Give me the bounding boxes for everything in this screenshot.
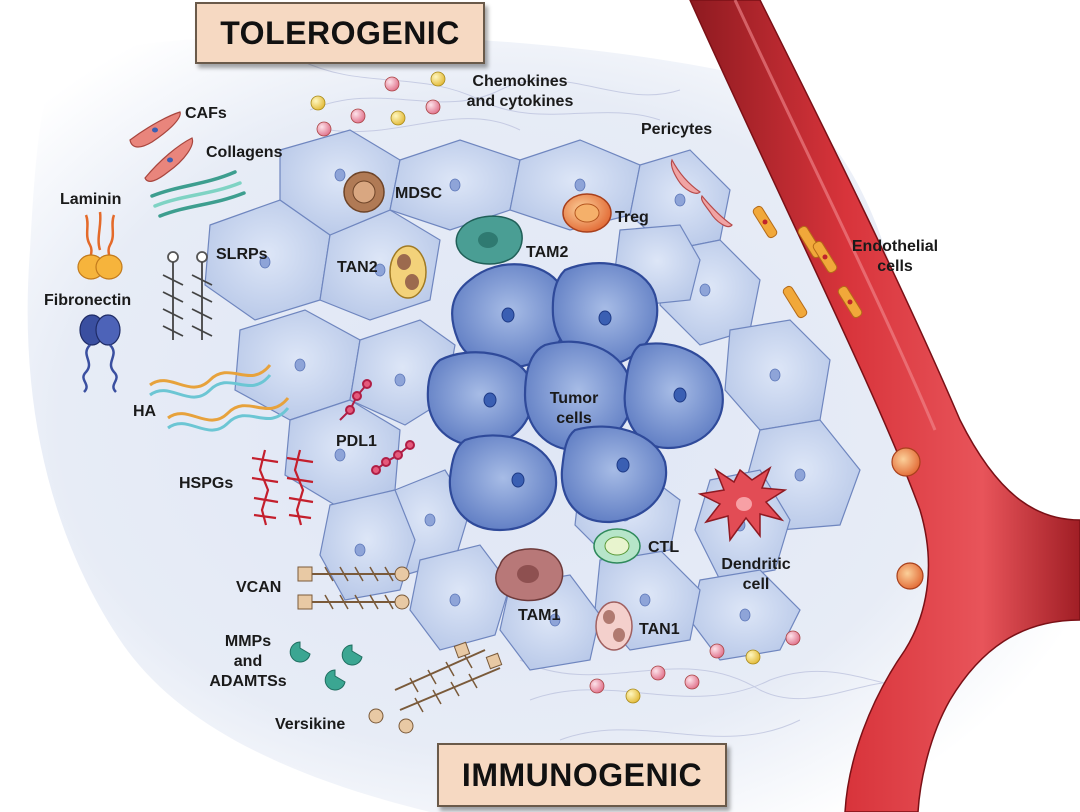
dendritic-cell	[697, 466, 788, 543]
chemokines-top	[310, 71, 446, 137]
pdl1-label: PDL1	[336, 433, 377, 450]
mdsc-label: MDSC	[395, 185, 443, 202]
cafs-icon	[129, 111, 194, 182]
tumor-cell-6	[448, 434, 558, 532]
pdl1-icon	[339, 379, 415, 475]
blood-cells	[891, 447, 924, 590]
slrps-label: SLRPs	[216, 246, 268, 263]
chemokines-bottom	[589, 630, 801, 704]
tan1-label: TAN1	[639, 621, 680, 638]
hspgs-label: HSPGs	[179, 475, 234, 492]
endothelial-label: Endothelial cells	[851, 238, 939, 275]
vcan-label: VCAN	[236, 579, 282, 596]
ctl-cell	[593, 528, 641, 564]
tam2-cell	[455, 215, 523, 265]
tumor-cell-3	[426, 351, 534, 447]
tam2-label: TAM2	[526, 244, 569, 261]
slrps-icon	[162, 251, 213, 340]
mmps-label: MMPs and ADAMTSs	[209, 633, 287, 690]
treg-cell	[562, 193, 612, 233]
versikine-icon	[368, 641, 503, 734]
versikine-label: Versikine	[275, 716, 346, 733]
tumor-cells-label: Tumor cells	[549, 390, 599, 427]
pericytes	[670, 158, 733, 228]
tan2-cell	[389, 245, 427, 299]
mmps-icon	[289, 641, 363, 691]
dendritic-label: Dendritic cell	[721, 556, 791, 593]
collagens-label: Collagens	[206, 144, 283, 161]
pericytes-label: Pericytes	[641, 121, 713, 138]
hspgs-icon	[251, 449, 314, 526]
tam1-label: TAM1	[518, 607, 561, 624]
fibronectin-icon	[79, 314, 121, 393]
treg-label: Treg	[615, 209, 649, 226]
laminin-icon	[77, 211, 123, 280]
laminin-label: Laminin	[60, 191, 122, 208]
ctl-label: CTL	[648, 539, 680, 556]
tan2-label: TAN2	[337, 259, 378, 276]
ha-label: HA	[133, 403, 157, 420]
tolerogenic-banner: TOLEROGENIC	[195, 2, 485, 64]
chemokines-label: Chemokines and cytokines	[466, 73, 574, 110]
ha-icon	[149, 364, 290, 432]
tumor-nuclei	[483, 307, 687, 488]
vcan-icon	[297, 566, 410, 610]
collagens-icon	[150, 170, 246, 218]
tan1-cell	[595, 601, 633, 651]
immunogenic-banner: IMMUNOGENIC	[437, 743, 727, 807]
fibronectin-label: Fibronectin	[44, 292, 132, 309]
mdsc-cell	[343, 171, 385, 213]
tumor-cell-7	[560, 425, 668, 524]
tam1-cell	[495, 548, 564, 602]
endothelial-nuclei	[762, 219, 853, 305]
tumor-cell-cluster	[426, 262, 724, 532]
cafs-label: CAFs	[185, 105, 227, 122]
